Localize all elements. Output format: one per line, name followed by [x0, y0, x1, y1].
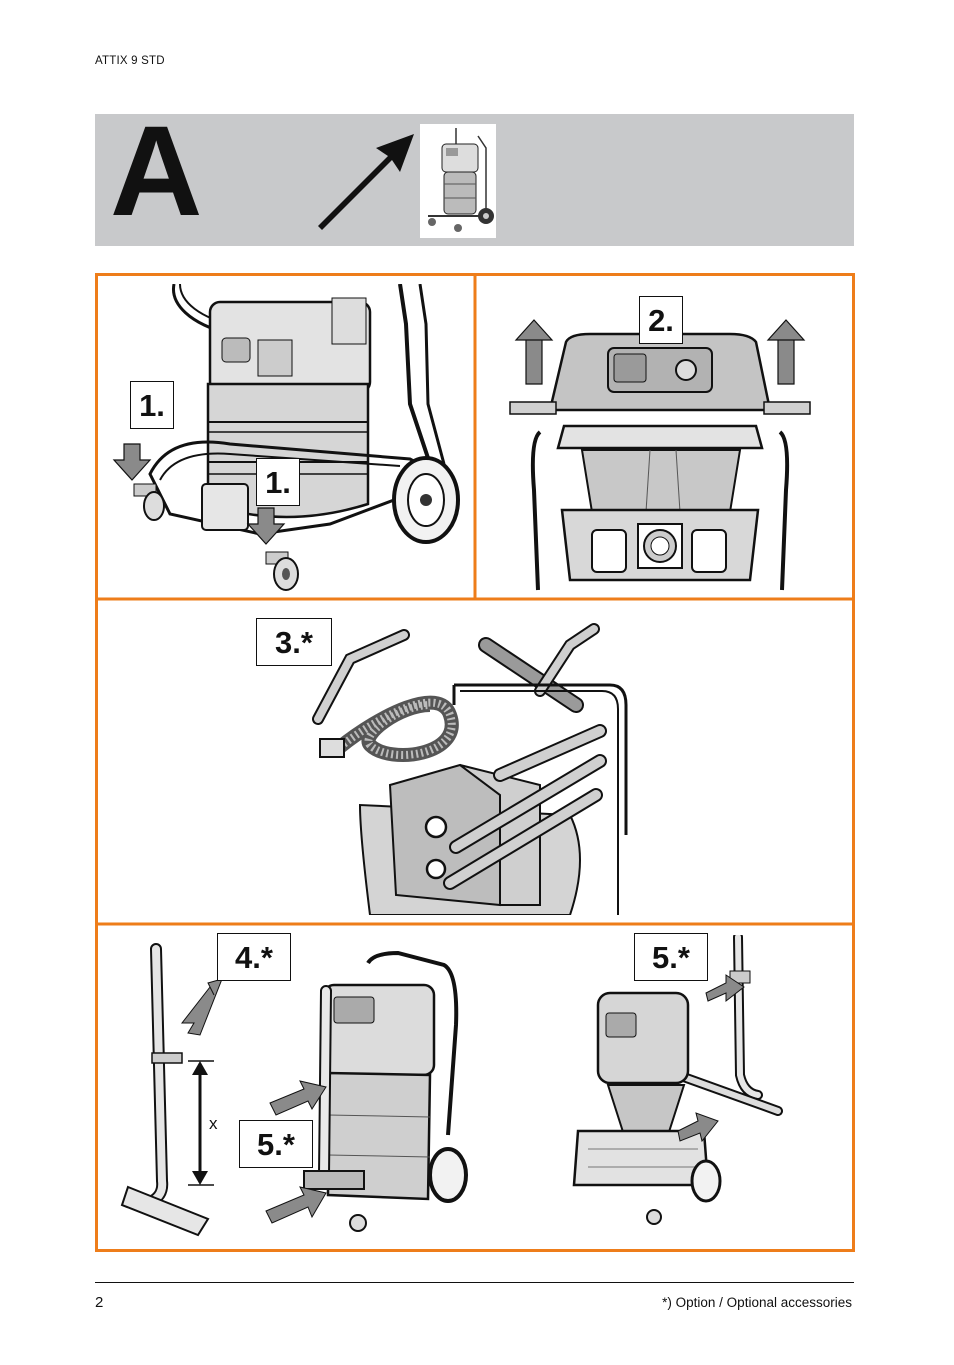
footer-divider: [95, 1282, 854, 1283]
step-label-2: 2.: [639, 296, 683, 344]
step-label-5b: 5.*: [634, 933, 708, 981]
step-label-5a: 5.*: [239, 1120, 313, 1168]
page-number: 2: [95, 1294, 104, 1311]
instruction-frame: [95, 273, 855, 1252]
footnote: *) Option / Optional accessories: [662, 1295, 852, 1310]
step-label-4: 4.*: [217, 933, 291, 981]
panel-3-illustration: [312, 623, 628, 915]
step-label-1b: 1.: [256, 458, 300, 506]
panel-1-illustration: [112, 284, 460, 591]
step-label-3: 3.*: [256, 618, 332, 666]
dimension-label-x: x: [209, 1114, 218, 1133]
document-header: ATTIX 9 STD: [95, 55, 165, 67]
panel-2-illustration: [509, 319, 811, 591]
step-label-1a: 1.: [130, 381, 174, 429]
section-letter: A: [110, 100, 203, 243]
vacuum-thumbnail: [420, 124, 496, 238]
panel-4-5-illustration: [120, 935, 783, 1237]
pointer-arrow-icon: [318, 134, 414, 230]
